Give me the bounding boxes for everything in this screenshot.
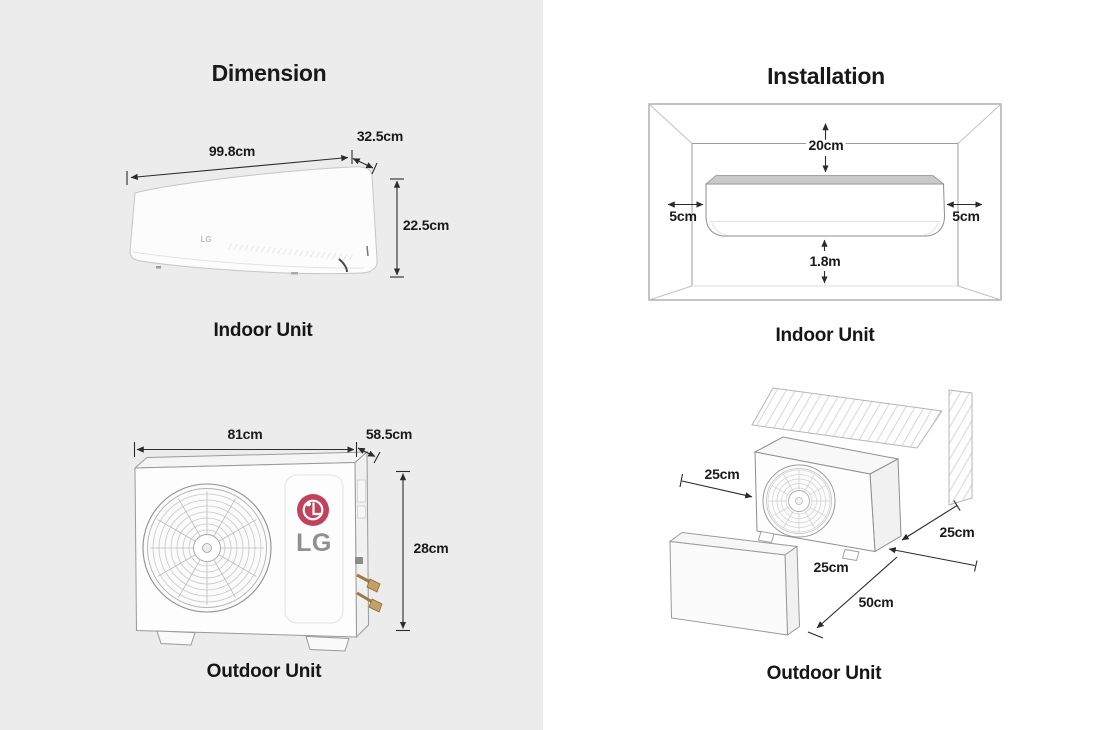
indoor-unit-foot-mid bbox=[291, 272, 298, 275]
install-indoor-unit-top-band bbox=[704, 175, 945, 185]
indoor-unit-flap-line bbox=[132, 251, 365, 269]
outdoor-depth-dim-label: 58.5cm bbox=[366, 426, 412, 442]
installation-panel-background bbox=[543, 0, 1100, 730]
side-clearance-tick bbox=[679, 473, 684, 488]
front-clearance-tick bbox=[807, 631, 824, 639]
outdoor-depth-tick bbox=[373, 451, 381, 464]
side-vent-lower bbox=[357, 505, 366, 519]
back-lower-tick bbox=[973, 560, 978, 572]
dimension-panel-title: Dimension bbox=[211, 60, 327, 86]
indoor-unit-side-dash bbox=[366, 245, 369, 257]
indoor-width-dim-label: 99.8cm bbox=[209, 143, 255, 159]
back-lower-arrow bbox=[888, 547, 976, 567]
outdoor-fan-grille bbox=[142, 483, 272, 613]
outdoor-installation-drawing: 25cm 25cm 25cm 50cm bbox=[668, 387, 978, 639]
back-upper-arrow bbox=[901, 505, 958, 541]
bottom-clearance-label: 1.8m bbox=[809, 253, 840, 269]
installation-panel-title: Installation bbox=[767, 63, 885, 89]
refrigerant-valves bbox=[356, 573, 383, 613]
side-clearance-arrow bbox=[681, 480, 753, 499]
indoor-unit-vane-accent bbox=[338, 258, 348, 273]
install-outdoor-foot-left bbox=[757, 530, 775, 544]
outdoor-unit-dimension-drawing: LG 81cm 58.5cm 28cm bbox=[133, 426, 449, 652]
left-clearance-label: 5cm bbox=[669, 208, 696, 224]
back-lower-label: 25cm bbox=[813, 559, 848, 575]
indoor-unit-vent-band bbox=[226, 243, 354, 261]
indoor-unit-dimension-drawing: LG 99.8cm 32.5cm 22.5cm bbox=[126, 128, 449, 278]
dimension-indoor-unit-caption: Indoor Unit bbox=[213, 320, 313, 341]
indoor-unit-lg-mark: LG bbox=[200, 235, 211, 244]
side-clearance-label: 25cm bbox=[704, 466, 739, 482]
outdoor-depth-dim-line bbox=[357, 447, 376, 457]
top-clearance-label: 20cm bbox=[808, 137, 843, 153]
room-inner-wall bbox=[691, 143, 959, 286]
indoor-height-dim-label: 22.5cm bbox=[403, 217, 449, 233]
install-outdoor-foot-right bbox=[841, 548, 860, 562]
side-connector-block bbox=[355, 557, 363, 564]
indoor-unit-foot-left bbox=[156, 266, 161, 269]
indoor-width-dim-line bbox=[130, 154, 349, 181]
install-outdoor-right-face bbox=[869, 458, 902, 553]
install-indoor-unit-body bbox=[705, 183, 946, 237]
dimension-outdoor-unit-caption: Outdoor Unit bbox=[206, 661, 322, 682]
install-indoor-unit-outlet-left bbox=[711, 222, 727, 236]
lg-logo-text: LG bbox=[296, 529, 332, 557]
obstacle-front-face bbox=[669, 540, 789, 636]
front-clearance-arrow bbox=[816, 556, 898, 629]
indoor-depth-dim-label: 32.5cm bbox=[357, 128, 403, 144]
indoor-installation-drawing: 20cm 5cm 5cm 1.8m bbox=[648, 103, 1002, 301]
indoor-depth-dim-line bbox=[352, 158, 374, 169]
outdoor-unit-foot-right bbox=[305, 635, 350, 652]
room-outer-wall bbox=[648, 103, 1002, 301]
side-vent-upper bbox=[357, 479, 366, 503]
installation-indoor-unit-caption: Indoor Unit bbox=[775, 325, 875, 346]
lg-emblem bbox=[297, 494, 329, 526]
right-clearance-label: 5cm bbox=[952, 208, 979, 224]
outdoor-width-dim-label: 81cm bbox=[227, 426, 262, 442]
outdoor-unit-foot-left bbox=[156, 630, 196, 646]
install-outdoor-fan-grille bbox=[762, 464, 836, 538]
side-wall bbox=[948, 389, 973, 506]
back-upper-label: 25cm bbox=[939, 524, 974, 540]
installation-outdoor-unit-caption: Outdoor Unit bbox=[766, 663, 882, 684]
room-corner-diagonals bbox=[648, 103, 1002, 301]
outdoor-height-dim-label: 28cm bbox=[413, 540, 448, 556]
indoor-depth-tick bbox=[371, 162, 378, 175]
roof-panel bbox=[751, 387, 943, 449]
front-clearance-label: 50cm bbox=[858, 594, 893, 610]
install-indoor-unit-outlet-right bbox=[923, 222, 939, 236]
